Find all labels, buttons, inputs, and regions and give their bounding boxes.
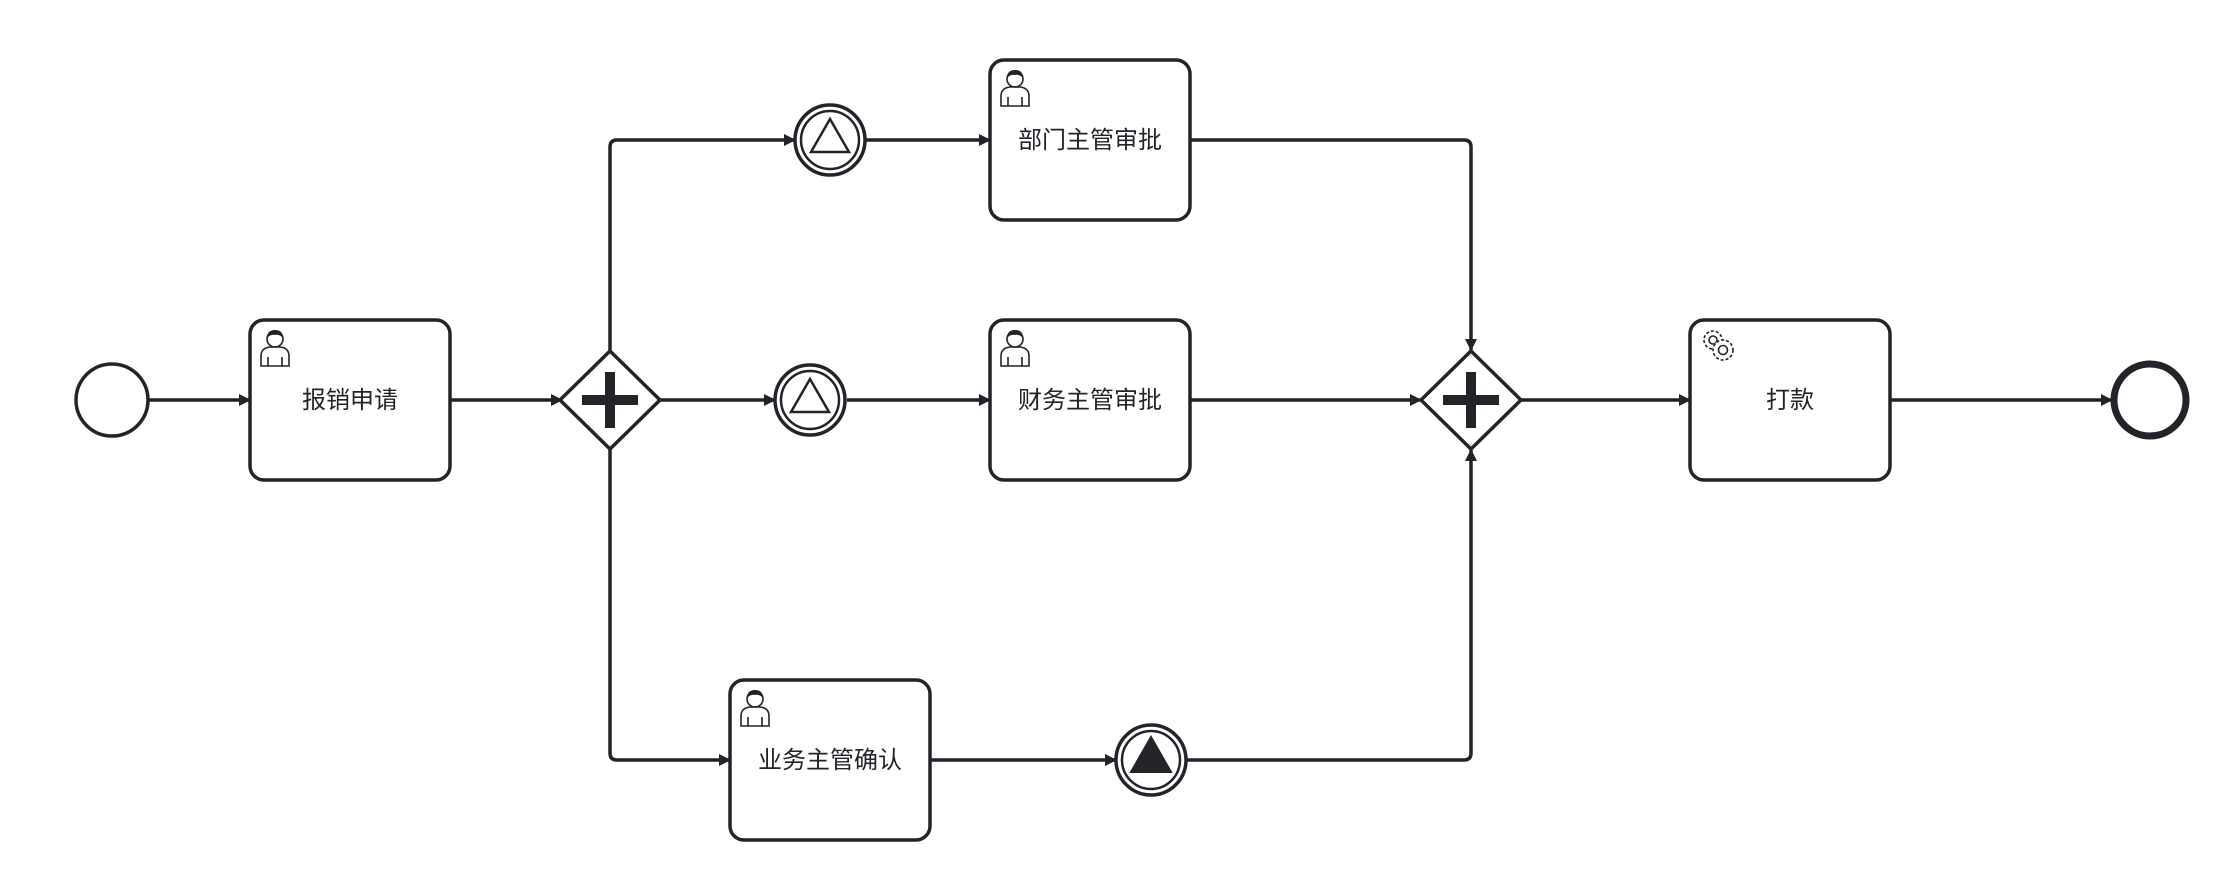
end-event[interactable]	[2110, 360, 2190, 440]
parallel-gateway-split[interactable]	[557, 348, 663, 452]
user-icon	[740, 690, 770, 727]
task-submit[interactable]: 报销申请	[248, 318, 452, 482]
signal-triangle-icon	[788, 376, 832, 414]
task-dept-label: 部门主管审批	[1018, 126, 1162, 154]
flow-split-to-business-task[interactable]	[608, 449, 731, 766]
user-icon	[260, 330, 290, 367]
task-business-label: 业务主管确认	[758, 746, 902, 774]
flow-split-to-signal-dept[interactable]	[608, 134, 796, 351]
task-submit-label: 报销申请	[302, 386, 398, 414]
plus-icon	[582, 372, 638, 428]
task-dept-approval[interactable]: 部门主管审批	[988, 58, 1192, 222]
task-finance-approval[interactable]: 财务主管审批	[988, 318, 1192, 482]
parallel-gateway-join[interactable]	[1418, 348, 1524, 452]
start-event[interactable]	[74, 362, 150, 438]
signal-triangle-icon	[808, 116, 852, 154]
signal-catch-event-finance[interactable]	[773, 363, 847, 437]
task-pay-label: 打款	[1766, 386, 1814, 414]
flow-signal-throw-to-join[interactable]	[1187, 449, 1477, 762]
signal-throw-event-business[interactable]	[1114, 723, 1188, 797]
user-icon	[1000, 330, 1030, 367]
task-pay[interactable]: 打款	[1688, 318, 1892, 482]
task-business-confirm[interactable]: 业务主管确认	[728, 678, 932, 842]
user-icon	[1000, 70, 1030, 107]
signal-catch-event-dept[interactable]	[793, 103, 867, 177]
flow-dept-task-to-join[interactable]	[1190, 138, 1477, 351]
gear-icon	[1703, 330, 1734, 361]
plus-icon	[1443, 372, 1499, 428]
task-finance-label: 财务主管审批	[1018, 386, 1162, 414]
signal-triangle-filled-icon	[1129, 734, 1173, 773]
